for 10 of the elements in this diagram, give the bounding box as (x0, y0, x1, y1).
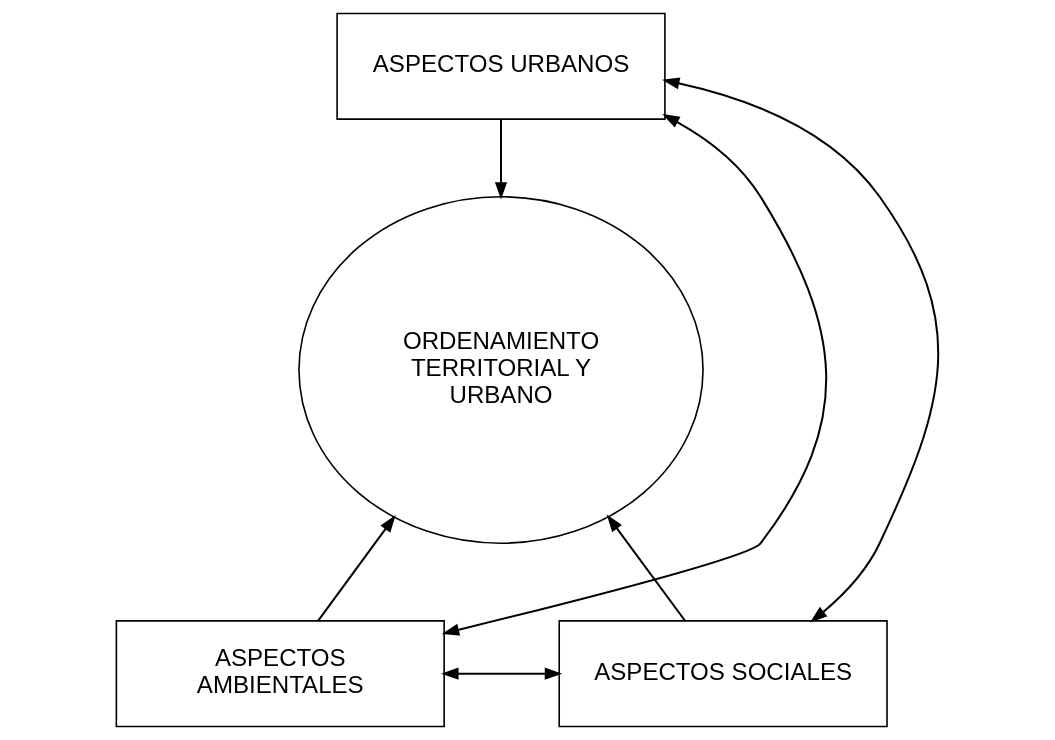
arrow (317, 515, 396, 622)
arrow (606, 514, 686, 622)
arrow (494, 119, 508, 200)
node-box: ASPECTOS SOCIALES (558, 620, 888, 728)
node-ellipse: ORDENAMIENTO TERRITORIAL Y URBANO (298, 195, 704, 545)
node-box: ASPECTOS URBANOS (336, 12, 666, 120)
arrow (441, 667, 563, 680)
arrow (441, 114, 828, 636)
arrow (662, 77, 939, 623)
node-box: ASPECTOS AMBIENTALES (115, 620, 445, 728)
